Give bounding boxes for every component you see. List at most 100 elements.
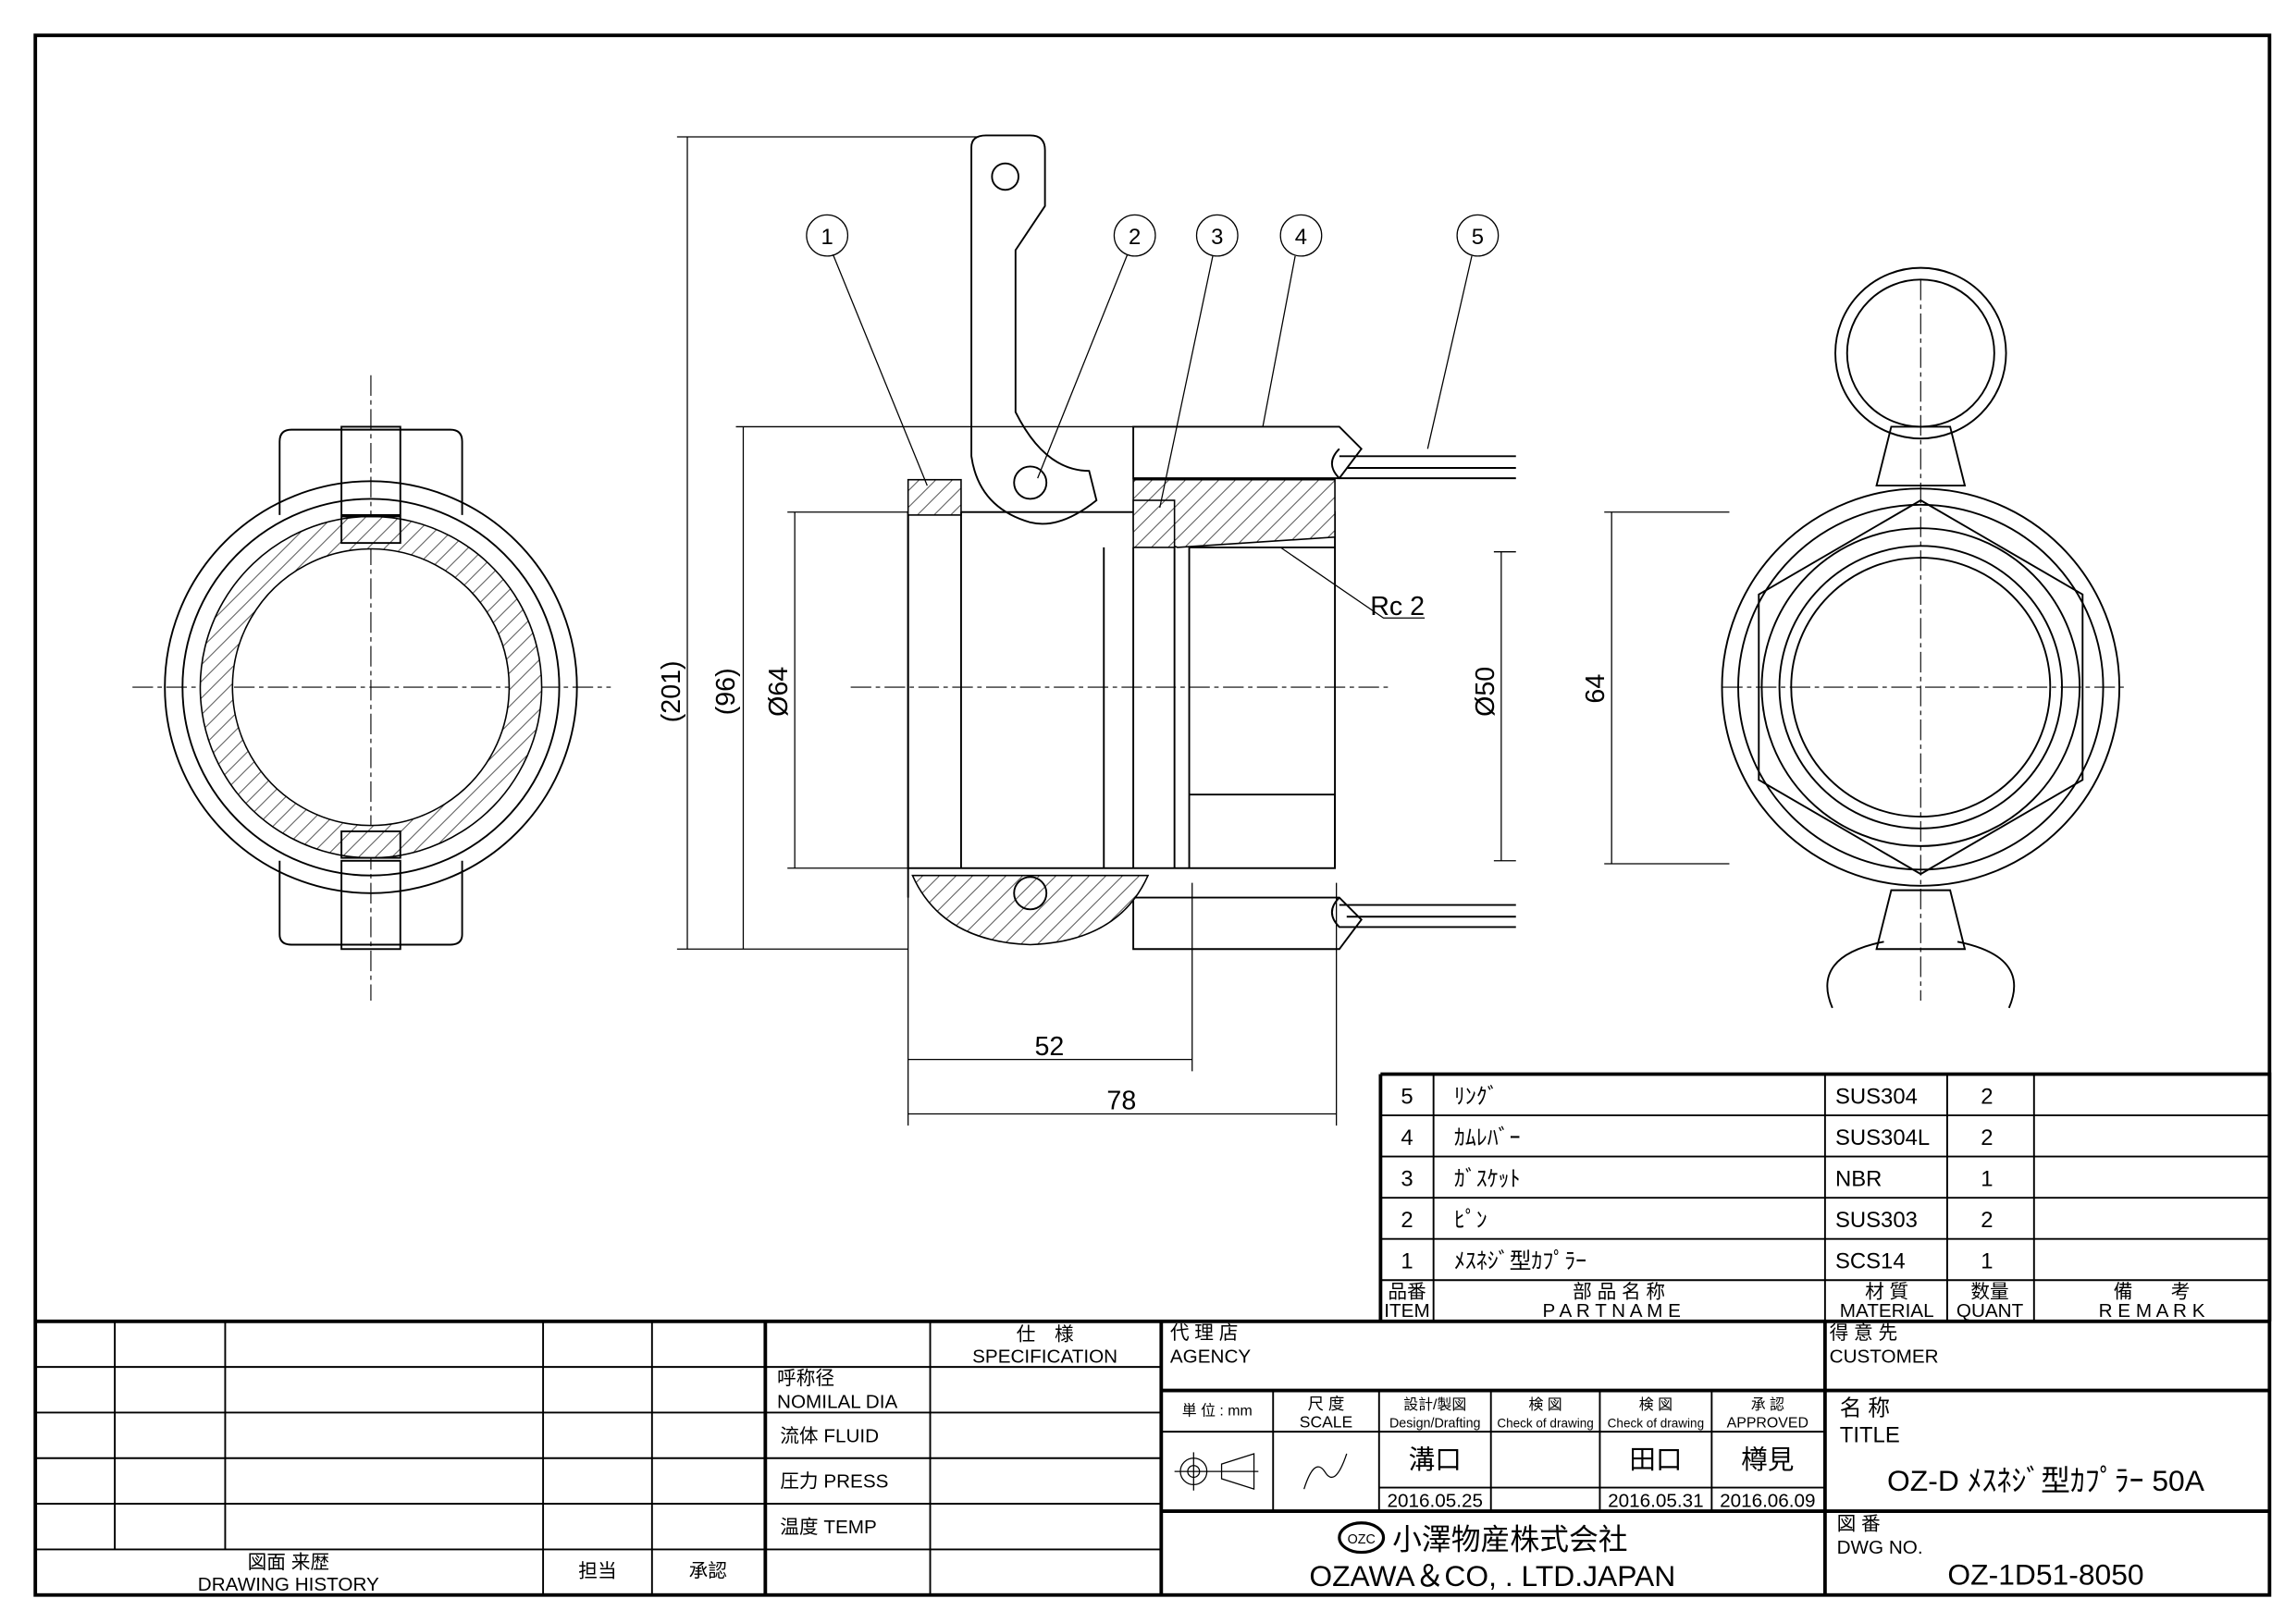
parts-list-rows-4-quant: 1: [1981, 1249, 1993, 1274]
parts-row-3: 3 ｶﾞｽｹｯﾄ NBR 1: [1401, 1166, 1993, 1191]
left-end-view: [132, 375, 611, 1001]
parts-list-rows-2-item: 3: [1401, 1166, 1413, 1191]
balloons-2: 3: [1211, 225, 1223, 250]
dim-length-total: 78: [1106, 1087, 1136, 1116]
dimensions: (201) (96) Ø64 Ø50 64 52 78 Rc 2: [657, 136, 1730, 1126]
parts-list: 5 ﾘﾝｸﾞ SUS304 2 4 ｶﾑﾚﾊﾞｰ SUS304L 2 3 ｶﾞｽｹｯﾄ NBR 1…: [1378, 1072, 2272, 1322]
parts-list-header-remark-jp: 備 考: [2114, 1281, 2191, 1302]
title-block-check2-date: 2016.05.31: [1608, 1490, 1703, 1511]
dim-body-height: (96): [711, 668, 741, 715]
parts-list-rows-1-item: 4: [1401, 1125, 1413, 1150]
title-block-check1-jp: 検 図: [1528, 1396, 1562, 1413]
parts-list-rows-0-material: SUS304: [1835, 1084, 1918, 1109]
drawing-title: OZ-D ﾒｽﾈｼﾞ型ｶﾌﾟﾗｰ 50A: [1887, 1464, 2205, 1497]
drawing-number: OZ-1D51-8050: [1947, 1558, 2143, 1592]
dim-thread: Rc 2: [1370, 592, 1425, 621]
parts-list-rows-1-name: ｶﾑﾚﾊﾞｰ: [1454, 1125, 1521, 1150]
title-block-title-jp: 名 称: [1840, 1396, 1890, 1421]
history-label-jp: 図面 来歴: [248, 1552, 329, 1573]
dim-bore-dia: Ø50: [1471, 667, 1500, 717]
parts-list-rows-2-name: ｶﾞｽｹｯﾄ: [1454, 1166, 1521, 1191]
spec-nominal-jp: 呼称径: [777, 1368, 834, 1389]
parts-row-1: 1 ﾒｽﾈｼﾞ型ｶﾌﾟﾗｰ SCS14 1: [1401, 1249, 1993, 1274]
company-name-jp: 小澤物産株式会社: [1392, 1522, 1628, 1555]
dim-length-short: 52: [1034, 1032, 1064, 1062]
balloons-1: 2: [1129, 225, 1141, 250]
title-block-scale-en: SCALE: [1300, 1412, 1352, 1431]
spec-header-en: SPECIFICATION: [972, 1346, 1117, 1367]
history-charge: 担当: [578, 1561, 616, 1582]
balloons-0: 1: [821, 225, 833, 250]
parts-list-rows-2-material: NBR: [1835, 1166, 1882, 1191]
parts-list-rows-3-quant: 2: [1981, 1208, 1993, 1233]
dim-overall-height: (201): [657, 660, 686, 722]
parts-list-rows-4-material: SCS14: [1835, 1249, 1906, 1274]
parts-list-header-name-jp: 部 品 名 称: [1573, 1281, 1665, 1302]
title-block-design-jp: 設計/製図: [1403, 1396, 1466, 1413]
parts-list-rows-2-quant: 1: [1981, 1166, 1993, 1191]
scale-wave-icon: [1303, 1453, 1348, 1490]
balloons-4: 5: [1472, 225, 1484, 250]
parts-list-header-material-jp: 材 質: [1865, 1281, 1908, 1302]
company-logo: OZC: [1338, 1521, 1386, 1555]
parts-list-header-material-en: MATERIAL: [1840, 1300, 1934, 1322]
spec-header-jp: 仕 様: [1017, 1323, 1074, 1345]
spec-temp: 温度 TEMP: [780, 1517, 877, 1538]
title-block-title-en: TITLE: [1840, 1422, 1900, 1447]
title-block-design-date: 2016.05.25: [1388, 1490, 1483, 1511]
parts-list-rows-0-item: 5: [1401, 1084, 1413, 1109]
parts-list-rows-4-name: ﾒｽﾈｼﾞ型ｶﾌﾟﾗｰ: [1454, 1249, 1586, 1274]
balloons: 1 2 3 4 5: [806, 214, 1500, 509]
title-block-checker2: 田口: [1629, 1445, 1682, 1475]
parts-list-rows-3-material: SUS303: [1835, 1208, 1918, 1233]
parts-list-rows-1-material: SUS304L: [1835, 1125, 1930, 1150]
title-block-logo: OZC: [1348, 1532, 1376, 1547]
title-block-design-en: Design/Drafting: [1389, 1416, 1481, 1431]
parts-list-rows-0-quant: 2: [1981, 1084, 1993, 1109]
company-name-en: OZAWA＆CO, . LTD.JAPAN: [1309, 1559, 1675, 1592]
spec-nominal-en: NOMILAL DIA: [777, 1392, 897, 1413]
balloon-3: 3: [1195, 214, 1239, 257]
parts-row-5: 5 ﾘﾝｸﾞ SUS304 2: [1401, 1084, 1993, 1109]
history-label-en: DRAWING HISTORY: [198, 1574, 379, 1595]
title-block-check1-en: Check of drawing: [1497, 1416, 1593, 1430]
title-block-check2-jp: 検 図: [1639, 1396, 1673, 1413]
title-block-customer-en: CUSTOMER: [1830, 1346, 1939, 1367]
parts-list-header-quant-en: QUANT: [1957, 1300, 2024, 1322]
title-block-approved-jp: 承 認: [1751, 1396, 1784, 1413]
title-block-agency-en: AGENCY: [1170, 1346, 1252, 1367]
parts-list-header-item-en: ITEM: [1384, 1300, 1429, 1322]
title-block: 図面 来歴 DRAWING HISTORY 担当 承認 仕 様 SPECIFIC…: [35, 1319, 2270, 1595]
title-block-approved-en: APPROVED: [1727, 1415, 1808, 1431]
balloon-1: 1: [806, 214, 849, 257]
right-end-view: [1721, 266, 2128, 1009]
parts-list-rows-3-name: ﾋﾟﾝ: [1454, 1208, 1487, 1233]
title-block-designer: 溝口: [1409, 1445, 1462, 1475]
parts-list-rows-4-item: 1: [1401, 1249, 1413, 1274]
parts-row-4: 4 ｶﾑﾚﾊﾞｰ SUS304L 2: [1401, 1125, 1993, 1150]
parts-list-rows-0-name: ﾘﾝｸﾞ: [1454, 1084, 1499, 1109]
title-block-approved-date: 2016.06.09: [1720, 1490, 1815, 1511]
spec-fluid: 流体 FLUID: [780, 1425, 879, 1446]
parts-list-header-quant-jp: 数量: [1970, 1281, 2008, 1302]
title-block-scale-jp: 尺 度: [1308, 1395, 1345, 1413]
balloon-4: 4: [1279, 214, 1323, 257]
parts-list-rows-1-quant: 2: [1981, 1125, 1993, 1150]
section-view: [850, 134, 1516, 951]
title-block-dwg-jp: 図 番: [1837, 1514, 1881, 1535]
dim-outer-dia: Ø64: [764, 667, 794, 717]
title-block-unit: 単 位 : mm: [1182, 1403, 1253, 1420]
title-block-dwg-en: DWG NO.: [1837, 1537, 1923, 1558]
spec-press: 圧力 PRESS: [780, 1471, 888, 1493]
balloons-3: 4: [1295, 225, 1307, 250]
projection-symbol-icon: [1174, 1452, 1259, 1491]
drawing-border: [33, 33, 2272, 1597]
parts-list-header-item-jp: 品番: [1388, 1281, 1426, 1302]
title-block-approver: 樽見: [1741, 1445, 1794, 1475]
parts-list-header-remark-en: R E M A R K: [2099, 1300, 2205, 1322]
title-block-agency-jp: 代 理 店: [1170, 1322, 1239, 1344]
parts-list-header-name-en: P A R T N A M E: [1542, 1300, 1680, 1322]
